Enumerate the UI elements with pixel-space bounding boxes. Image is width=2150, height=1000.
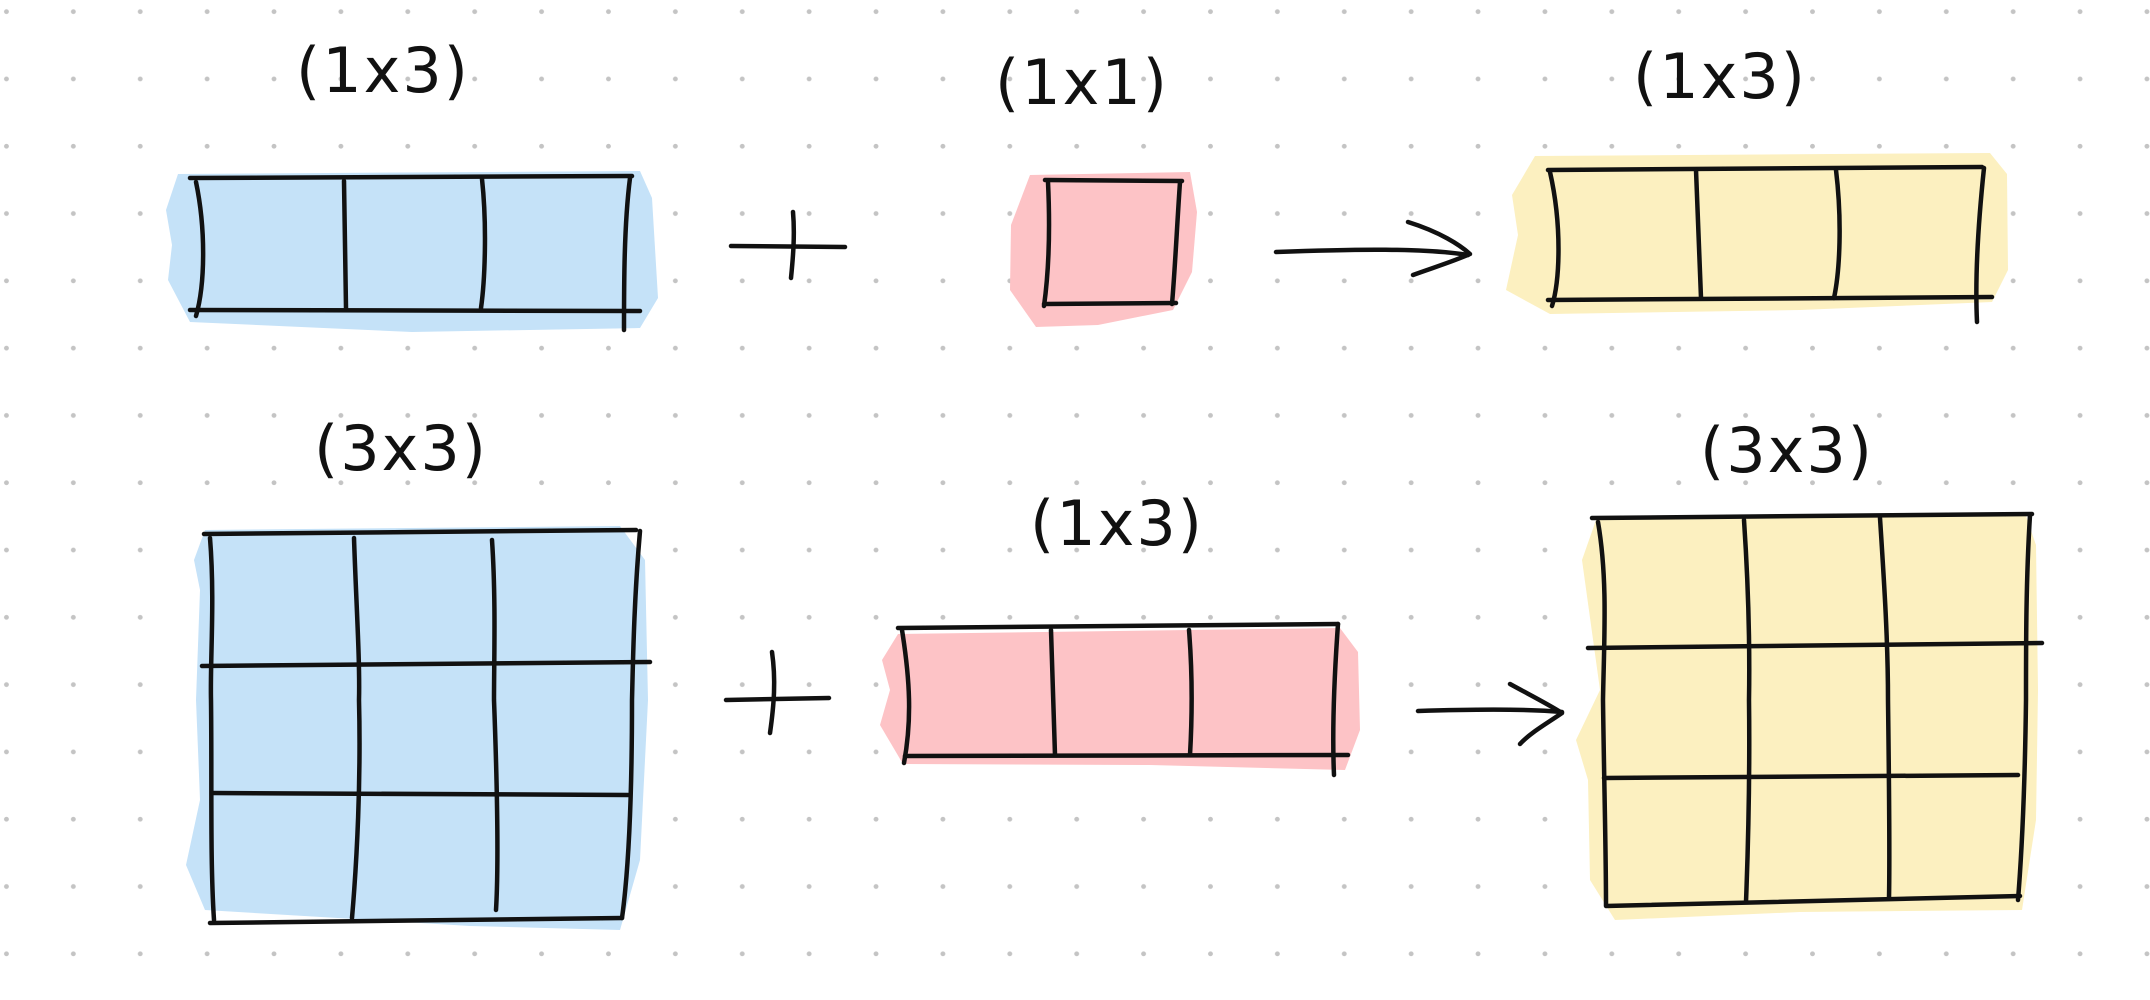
matrix-fill <box>166 171 658 332</box>
row-2-operand-b: (1x3) <box>880 487 1360 778</box>
matrix-fill <box>880 628 1360 770</box>
matrix-grid-1x3 <box>187 173 643 333</box>
row-1-operand-b: (1x1) <box>995 46 1197 327</box>
row-2-result: (3x3) <box>1576 414 2045 920</box>
row-1-result: (1x3) <box>1506 40 2008 325</box>
matrix-grid-3x3 <box>1585 511 2045 909</box>
row-2-operand-b-label: (1x3) <box>1030 487 1204 560</box>
row-1-result-label: (1x3) <box>1633 40 1807 113</box>
row-1-arrow <box>1273 219 1473 278</box>
matrix-fill <box>1576 516 2038 920</box>
matrix-grid-1x3 <box>895 621 1351 778</box>
row-2-operand-a: (3x3) <box>186 412 653 930</box>
row-1-plus-operator <box>728 209 848 281</box>
row-2-operand-a-label: (3x3) <box>314 412 488 485</box>
matrix-fill <box>1506 153 2008 314</box>
row-1: (1x3) (1x1) <box>166 34 2008 333</box>
matrix-grid-3x3 <box>199 527 653 926</box>
matrix-grid-1x1 <box>1041 177 1185 309</box>
row-1-operand-a-label: (1x3) <box>296 34 470 107</box>
matrix-fill <box>186 526 648 930</box>
row-1-operand-b-label: (1x1) <box>995 46 1169 119</box>
row-1-operand-a: (1x3) <box>166 34 658 333</box>
row-2-plus-operator <box>723 649 832 736</box>
row-2-result-label: (3x3) <box>1700 414 1874 487</box>
matrix-grid-1x3 <box>1545 164 1995 325</box>
row-2-arrow <box>1415 681 1565 747</box>
row-2: (3x3) (1x3) <box>186 412 2045 930</box>
matrix-fill <box>1010 172 1197 327</box>
